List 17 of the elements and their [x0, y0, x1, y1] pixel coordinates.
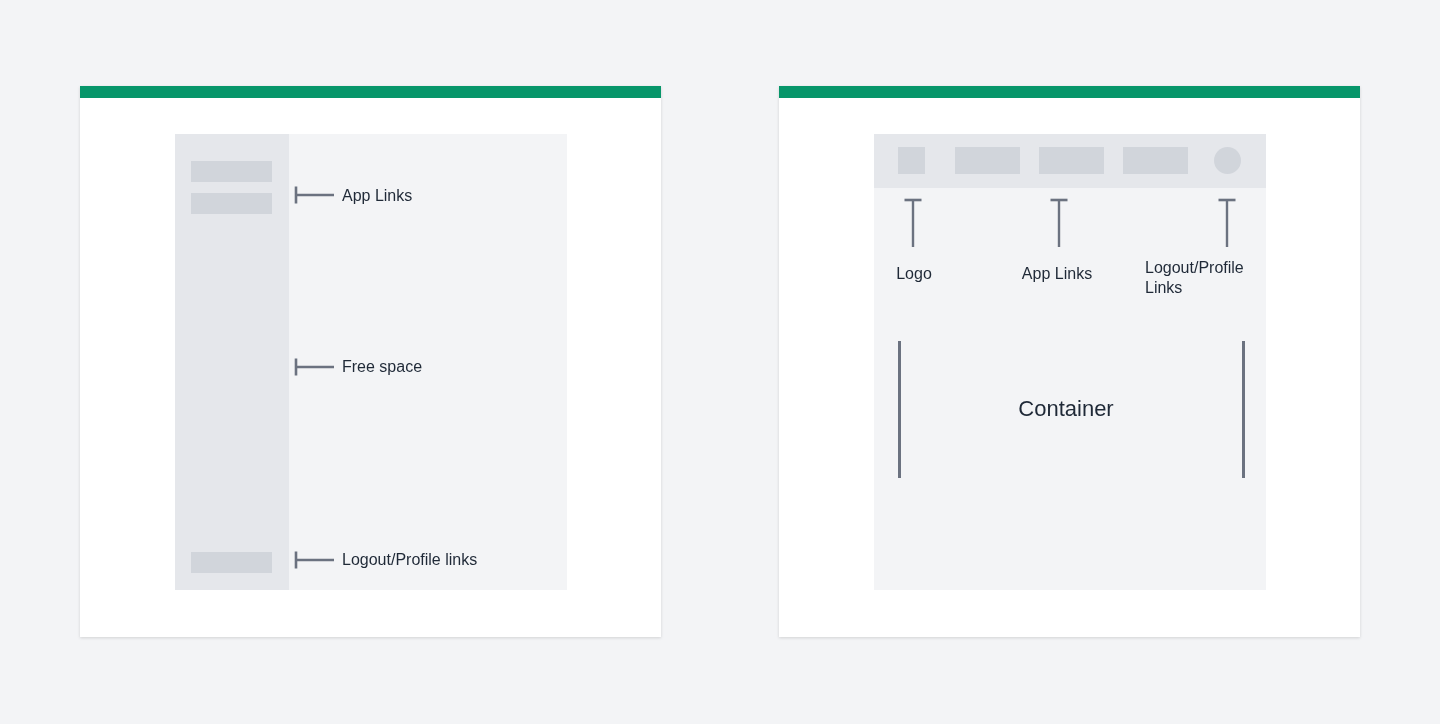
- leader-line: [294, 185, 334, 205]
- annotation-label: App Links: [342, 184, 413, 208]
- leader-line: [1049, 198, 1069, 247]
- leader-line: [1217, 198, 1237, 247]
- region-label: Container: [1018, 395, 1114, 423]
- leader-line: [294, 550, 334, 570]
- leader-line: [903, 198, 923, 247]
- annotation-label: Logout/Profile Links: [1145, 258, 1251, 298]
- leader-line: [294, 357, 334, 377]
- card-panel: [779, 86, 1360, 637]
- annotation-label: Logout/Profile links: [342, 548, 478, 572]
- card-panel: [80, 86, 661, 637]
- screen-wireframe: [175, 134, 567, 590]
- annotation-label: Free space: [342, 355, 423, 379]
- screen-wireframe: [874, 134, 1266, 590]
- annotation-label: App Links: [1021, 262, 1093, 286]
- annotation-label: Logo: [896, 262, 932, 286]
